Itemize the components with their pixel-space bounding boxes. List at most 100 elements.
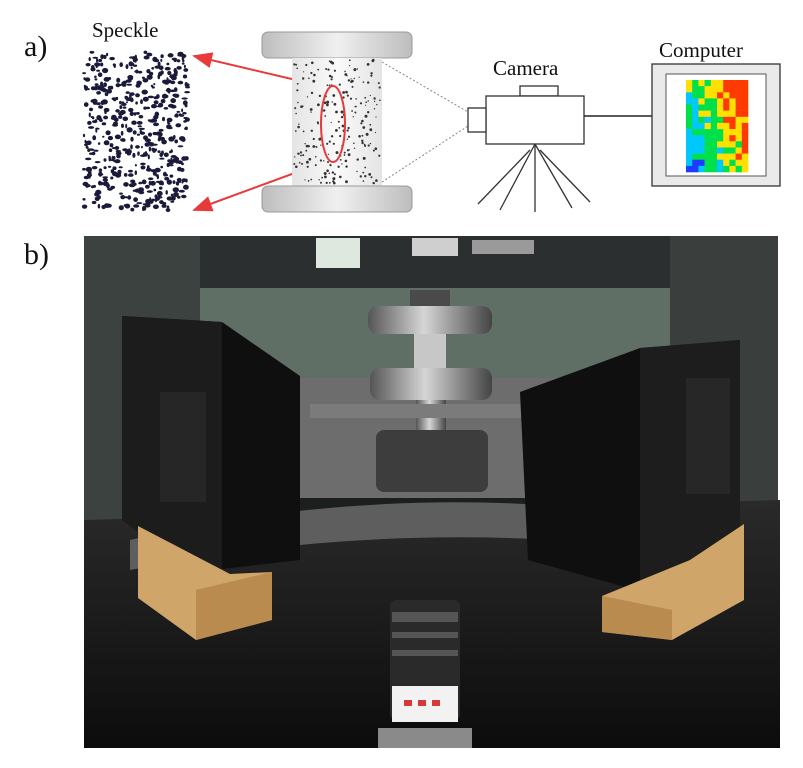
camera-label: Camera <box>493 56 559 80</box>
speckle-dot <box>109 56 115 61</box>
speckle-dot <box>128 148 131 153</box>
photo-lower-platen <box>370 368 492 400</box>
speckle-dot <box>137 70 143 74</box>
speckle-dot <box>142 152 148 157</box>
specimen-dot <box>339 175 342 179</box>
speckle-dot <box>83 102 89 107</box>
specimen-dot <box>330 121 332 124</box>
heatmap-cell <box>717 135 724 142</box>
speckle-dot <box>175 123 182 128</box>
heatmap-cell <box>717 159 724 167</box>
speckle-dot <box>135 112 140 115</box>
speckle-dot <box>167 159 172 163</box>
specimen-dot <box>302 154 305 157</box>
speckle-dot <box>151 147 155 152</box>
speckle-dot <box>98 58 103 63</box>
speckle-dot <box>122 138 126 142</box>
speckle-dot <box>157 137 161 142</box>
speckle-dot <box>147 119 151 122</box>
speckle-dot <box>128 107 134 113</box>
speckle-dot <box>94 83 99 86</box>
specimen-dot <box>315 156 317 158</box>
speckle-dot <box>184 156 189 161</box>
specimen-dot <box>318 179 320 181</box>
specimen-dot <box>368 173 372 176</box>
heatmap-cell <box>723 116 730 124</box>
specimen-dot <box>348 59 351 62</box>
speckle-dot <box>136 202 143 205</box>
speckle-dot <box>176 177 182 183</box>
specimen-dot <box>317 122 320 125</box>
heatmap-cell <box>698 153 705 160</box>
heatmap-cell <box>704 165 712 173</box>
specimen-dot <box>308 158 311 161</box>
speckle-dot <box>130 207 135 212</box>
speckle-dot <box>140 189 144 192</box>
specimen-dot <box>303 71 305 73</box>
heatmap-cell <box>741 110 749 118</box>
heatmap-cell <box>710 122 718 130</box>
heatmap-cell <box>686 98 693 105</box>
strain-heatmap <box>686 80 749 173</box>
heatmap-cell <box>704 147 712 154</box>
speckle-dot <box>123 182 129 187</box>
speckle-dot <box>181 194 187 199</box>
heatmap-cell <box>717 122 724 130</box>
speckle-dot <box>136 133 140 136</box>
speckle-dot <box>118 166 123 169</box>
speckle-dot <box>91 166 98 170</box>
heatmap-cell <box>686 80 693 87</box>
heatmap-cell <box>729 98 736 105</box>
speckle-dot <box>108 148 113 152</box>
specimen-dot <box>365 104 367 106</box>
speckle-dot <box>136 80 142 86</box>
speckle-dot <box>85 141 90 144</box>
heatmap-cell <box>723 165 730 173</box>
speckle-dot <box>98 168 103 172</box>
speckle-dot <box>168 162 174 165</box>
heatmap-cell <box>717 165 724 173</box>
heatmap-cell <box>735 104 743 111</box>
specimen-dot <box>374 147 378 150</box>
specimen-dot <box>326 100 330 104</box>
heatmap-cell <box>717 153 724 160</box>
speckle-dot <box>160 165 164 169</box>
speckle-dot <box>135 93 140 98</box>
heatmap-cell <box>729 153 736 160</box>
speckle-dot <box>129 98 134 102</box>
speckle-dot <box>129 92 135 96</box>
speckle-dot <box>170 193 174 197</box>
speckle-dot <box>111 147 117 149</box>
specimen-dot <box>343 151 346 154</box>
specimen-dot <box>302 130 305 133</box>
speckle-dot <box>115 83 121 88</box>
specimen-dot <box>333 102 337 106</box>
fov-line-bottom <box>381 125 469 183</box>
specimen-dot <box>324 115 327 117</box>
speckle-dot <box>114 134 121 140</box>
speckle-dot <box>149 142 155 147</box>
specimen-dot <box>330 78 333 81</box>
heatmap-cell <box>698 104 705 111</box>
speckle-dot <box>156 190 163 197</box>
speckle-dot <box>141 89 148 95</box>
specimen-body <box>292 58 382 186</box>
speckle-dot <box>181 181 184 184</box>
photo-specimen <box>414 334 446 370</box>
heatmap-cell <box>741 159 749 167</box>
specimen-dot <box>353 68 357 72</box>
specimen-dot <box>359 102 363 105</box>
speckle-dot <box>106 52 109 57</box>
speckle-dot <box>137 125 142 128</box>
specimen-dot <box>344 159 348 163</box>
specimen-dot <box>358 76 360 78</box>
specimen-dot <box>315 145 318 148</box>
speckle-dot <box>143 135 148 140</box>
heatmap-cell <box>735 98 743 105</box>
speckle-dot <box>158 128 164 132</box>
speckle-dot <box>146 69 151 74</box>
speckle-dot <box>133 112 137 116</box>
specimen-dot <box>320 144 322 146</box>
heatmap-cell <box>692 153 699 160</box>
